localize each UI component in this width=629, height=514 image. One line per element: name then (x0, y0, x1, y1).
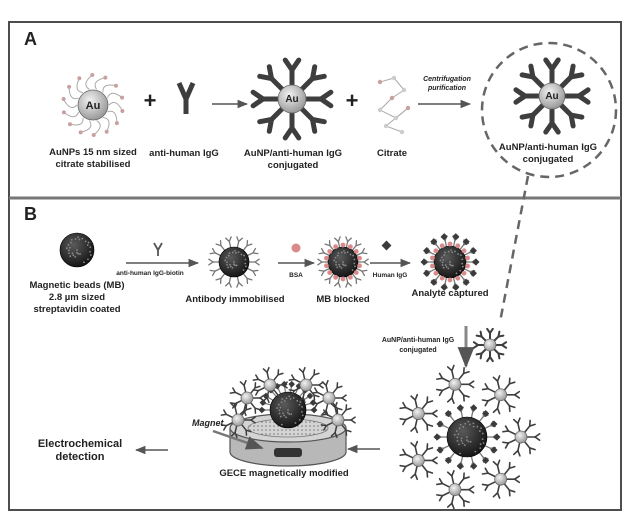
purification-label: purification (427, 85, 466, 92)
citrate-label: Citrate (377, 148, 407, 159)
detection-label-line1: Electrochemical (38, 438, 122, 450)
sandwich-complex (399, 364, 541, 510)
citrate-molecules (377, 75, 411, 135)
antibody-immobilised-bead (208, 236, 260, 288)
au-core-text: Au (86, 100, 101, 112)
highlight-dashed-circle (480, 41, 618, 179)
conjugate-label-line2: conjugated (268, 160, 319, 171)
immobilised-label: Antibody immobilised (185, 294, 284, 305)
conj-b-label-line2: conjugated (399, 347, 436, 354)
dashed-connector (498, 175, 530, 323)
conjugate-label-line1: AuNP/anti-human IgG (244, 148, 342, 159)
mb-label-line1: Magnetic beads (MB) (29, 280, 124, 291)
magnet-pointer-arrow (212, 429, 264, 450)
aunp-label-line1: AuNPs 15 nm sized (49, 147, 137, 158)
centrifugation-label: Centrifugation (423, 76, 471, 83)
analyte-captured-bead (420, 233, 480, 291)
biotin-label: anti-human IgG-biotin (116, 270, 184, 277)
captured-complex-on-electrode (220, 366, 356, 439)
magnet-label: Magnet (192, 418, 225, 428)
mb-label-line2: 2.8 µm sized (49, 292, 105, 303)
biotin-antibody-icon (153, 242, 163, 256)
magnetic-bead (59, 232, 95, 268)
gece-label: GECE magnetically modified (219, 468, 349, 479)
blocked-label: MB blocked (316, 294, 370, 305)
conj-b-label-line1: AuNP/anti-human IgG (382, 337, 455, 344)
citrate-stabilised-aunp (61, 73, 125, 137)
plus-sign-1: + (144, 88, 157, 113)
small-aunp-conjugate (472, 327, 508, 363)
mb-label-line3: streptavidin coated (33, 304, 120, 315)
detection-label-line2: detection (56, 451, 105, 463)
panel-b-letter: B (24, 204, 37, 224)
magnet-block (274, 448, 302, 457)
blocked-bead (317, 236, 369, 288)
aunp-label-line2: citrate stabilised (56, 159, 131, 170)
panel-a-letter: A (24, 29, 37, 49)
au-core-text-3: Au (545, 91, 558, 102)
aunp-igg-conjugate-final (513, 57, 591, 135)
captured-label: Analyte captured (411, 288, 488, 299)
final-label-line2: conjugated (523, 154, 574, 165)
human-igg-label: Human IgG (373, 272, 408, 279)
aunp-igg-conjugate (250, 57, 334, 141)
anti-human-igg-icon (176, 81, 196, 114)
au-core-text-2: Au (285, 94, 298, 105)
bsa-label: BSA (289, 272, 303, 279)
antibody-label: anti-human IgG (149, 148, 219, 159)
plus-sign-2: + (346, 88, 359, 113)
final-label-line1: AuNP/anti-human IgG (499, 142, 597, 153)
human-igg-icon (381, 240, 392, 251)
bsa-icon (291, 243, 301, 253)
